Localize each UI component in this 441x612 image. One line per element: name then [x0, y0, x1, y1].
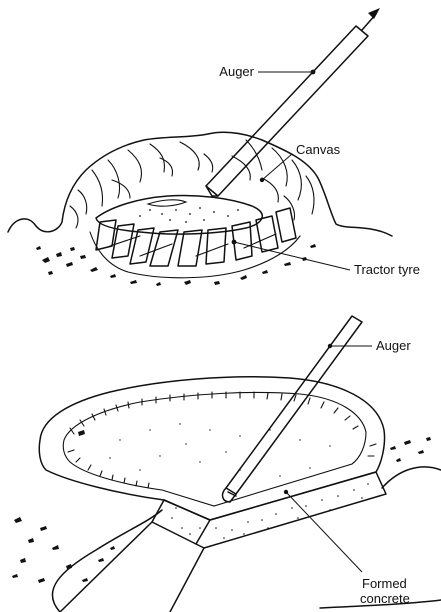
slab-recess	[63, 392, 366, 506]
cutaway-face	[152, 500, 210, 544]
rim-ticks	[68, 392, 376, 488]
canvas-inner-rim	[96, 195, 262, 234]
tyre-tread	[90, 208, 300, 278]
label-formed: Formed	[362, 576, 407, 591]
label-auger-top: Auger	[219, 64, 254, 79]
label-concrete: concrete	[360, 591, 410, 606]
label-canvas: Canvas	[296, 142, 341, 157]
ground-debris	[36, 244, 316, 286]
concrete-stipple	[109, 423, 369, 539]
slab-debris	[12, 437, 431, 583]
label-tractor-tyre: Tractor tyre	[354, 262, 420, 277]
canvas-folds	[70, 140, 314, 228]
label-auger-bottom: Auger	[376, 338, 411, 353]
concrete-figure: Auger Formed concrete	[12, 316, 441, 612]
ground-outline	[52, 510, 162, 612]
bottom-auger	[223, 316, 362, 502]
tractor-tyre-figure: Auger Canvas Tractor tyre	[8, 8, 420, 286]
top-auger	[206, 8, 380, 196]
sample-dots	[139, 207, 239, 223]
